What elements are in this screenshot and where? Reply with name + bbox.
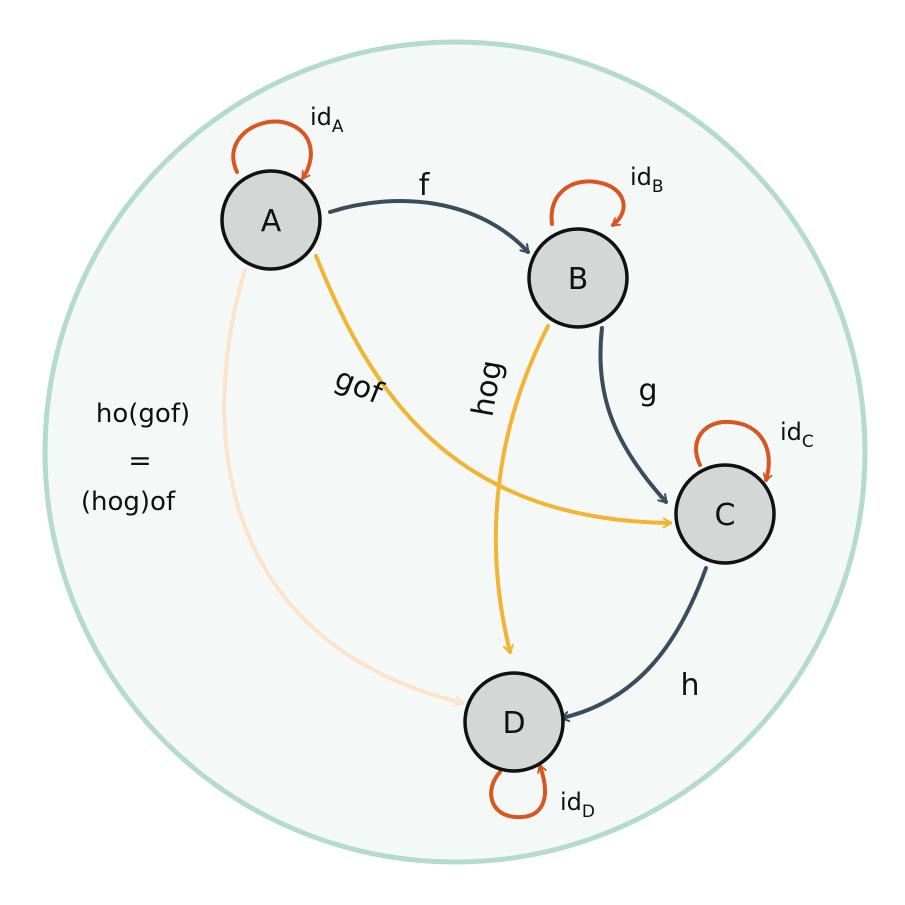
label-id-A: idA bbox=[310, 103, 344, 137]
node-B-label: B bbox=[568, 262, 589, 297]
label-id-C: idC bbox=[780, 418, 814, 452]
arrow-h-gof-composite bbox=[222, 268, 464, 703]
arrow-g bbox=[598, 326, 668, 504]
arrow-h bbox=[560, 566, 708, 718]
associativity-right: (hog)of bbox=[81, 487, 176, 517]
label-g: g bbox=[638, 373, 657, 408]
label-f: f bbox=[419, 168, 431, 203]
identity-loop-D bbox=[489, 764, 547, 820]
associativity-equals: = bbox=[128, 444, 151, 477]
identity-loop-A bbox=[231, 119, 313, 180]
node-D-label: D bbox=[502, 706, 525, 741]
arrow-gof bbox=[314, 254, 672, 523]
category-boundary bbox=[42, 39, 868, 865]
label-id-B: idB bbox=[630, 163, 664, 197]
node-D: D bbox=[463, 671, 565, 773]
arrow-hog bbox=[493, 324, 550, 654]
label-h: h bbox=[680, 668, 699, 703]
node-B: B bbox=[527, 227, 629, 329]
arrow-f bbox=[328, 199, 530, 254]
node-A-label: A bbox=[261, 204, 282, 239]
associativity-left: ho(gof) bbox=[96, 399, 190, 429]
node-C-label: C bbox=[715, 498, 736, 533]
node-C: C bbox=[674, 463, 776, 565]
identity-loop-B bbox=[549, 179, 626, 227]
identity-loop-C bbox=[694, 419, 769, 482]
node-A: A bbox=[220, 169, 322, 271]
label-id-D: idD bbox=[560, 788, 595, 822]
